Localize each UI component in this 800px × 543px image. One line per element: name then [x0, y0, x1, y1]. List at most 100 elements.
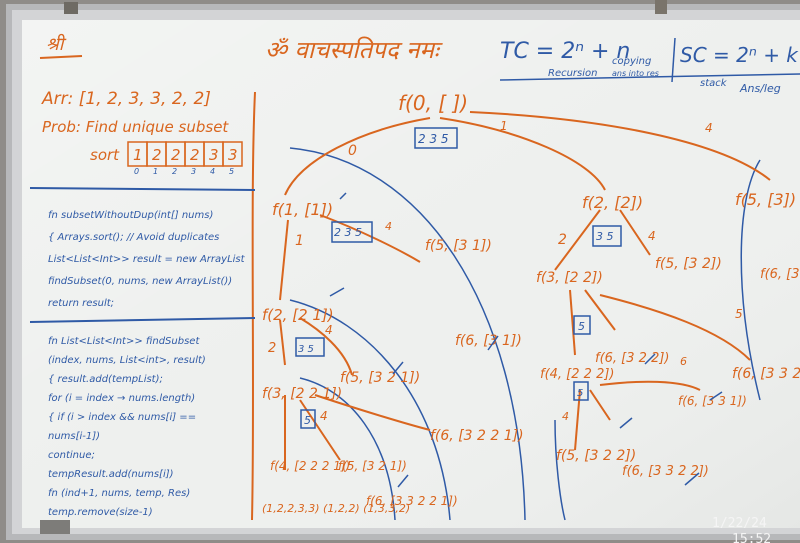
node-f1-edge1: 1	[295, 233, 304, 249]
node-f3-b: f(3, [2 2 1])	[262, 386, 342, 402]
node-f6-f: f(6, [3 3 1])	[678, 394, 747, 408]
sort-label: sort	[90, 146, 120, 164]
node-f2-edge2: 2	[558, 232, 567, 248]
sorted-array-value: 1	[133, 146, 143, 164]
node-f2-b-edge4: 4	[325, 323, 333, 337]
node-f5-d: f(5, [3 2 2])	[556, 448, 636, 464]
bottom-results: (1,2,2,3,3) (1,2,2) (1,3,3,2)	[262, 502, 410, 515]
timestamp-date: 1/22/24	[712, 516, 767, 531]
scope-arc-3	[299, 377, 396, 521]
edge-label-4: 4	[705, 121, 713, 135]
node-f6-e: f(6, [3 3 2 2])	[622, 464, 709, 479]
sorted-array-index: 2	[172, 167, 177, 176]
node-f6-a: f(6, [3 1])	[455, 333, 522, 349]
node-f4-edge4: 4	[562, 410, 569, 423]
tc-note-ans: ans into res	[612, 69, 659, 78]
node-f2-b-edge2: 2	[268, 341, 276, 356]
node-f5-c: f(5, [3 2 1])	[340, 370, 420, 386]
code-line: continue;	[48, 450, 95, 461]
sorted-array-value: 2	[190, 146, 200, 164]
tc-sc-separator	[671, 37, 676, 83]
node-f3-b-edge4: 4	[320, 409, 328, 423]
code-line: for (i = index → nums.length)	[48, 393, 195, 404]
sorted-array-index: 5	[229, 167, 234, 176]
sorted-array-value: 3	[228, 146, 238, 164]
sorted-array-index: 0	[134, 167, 139, 176]
scope-arc-1	[289, 147, 526, 521]
node-f3-box: 5	[578, 320, 585, 333]
node-f2: f(2, [2])	[582, 193, 643, 212]
code-line: fn subsetWithoutDup(int[] nums)	[48, 210, 213, 221]
sc-note-stack: stack	[700, 78, 728, 89]
sorted-array-value: 2	[152, 146, 162, 164]
timestamp-time: 15:52	[732, 532, 771, 543]
sorted-array-cell	[222, 141, 243, 167]
code-line: List<List<Int>> result = new ArrayList	[48, 254, 246, 265]
sorted-array-value: 3	[209, 146, 219, 164]
node-f2-edge4: 4	[648, 229, 656, 243]
board-clip-right	[655, 0, 667, 14]
code-line: temp.remove(size-1)	[48, 507, 153, 518]
tc-note-copying: copying	[612, 56, 651, 67]
header-underline	[499, 73, 800, 81]
code-block-subsetWithoutDup: fn subsetWithoutDup(int[] nums) { Arrays.…	[48, 210, 246, 309]
tc-note-recursion: Recursion	[548, 68, 598, 79]
tree-root: f(0, [ ])	[398, 91, 468, 115]
code-line: fn List<List<Int>> findSubset	[48, 336, 200, 347]
node-f6-h: f(6, [3 3 2 2 1])	[366, 494, 458, 508]
node-f2-b-box: 3 5	[298, 344, 314, 355]
sorted-array-index: 3	[191, 167, 196, 176]
root-box-label: 2 3 5	[418, 132, 449, 146]
node-f6-d: f(6, [3 2 2 1])	[430, 428, 524, 444]
code-line: { if (i > index && nums[i] ==	[48, 412, 196, 423]
node-f6-b-edge6: 6	[680, 355, 687, 368]
code-line: (index, nums, List<int>, result)	[48, 355, 206, 366]
code-line: return result;	[48, 298, 114, 309]
node-f5-a: f(5, [3 1])	[425, 238, 492, 254]
node-f5-b: f(5, [3 2])	[655, 256, 722, 272]
code-line: { result.add(tempList);	[48, 374, 163, 385]
scope-arc-5	[740, 159, 761, 401]
tc-formula: TC = 2ⁿ + n	[500, 39, 630, 64]
code-line: findSubset(0, nums, new ArrayList())	[48, 276, 232, 287]
code-line: { Arrays.sort(); // Avoid duplicates	[48, 232, 219, 243]
check-marks	[329, 192, 723, 488]
board-corner-bracket	[40, 520, 70, 534]
node-f3-b-box: 5	[304, 414, 311, 427]
code-line: tempResult.add(nums[i])	[48, 469, 174, 480]
node-f1: f(1, [1])	[272, 200, 333, 219]
sc-note-ans: Ans/leg	[739, 82, 781, 95]
code-line: fn (ind+1, nums, temp, Res)	[48, 488, 190, 499]
arr-line: Arr: [1, 2, 3, 3, 2, 2]	[41, 89, 211, 109]
node-f6-c: f(6, [3 3 2])	[732, 366, 800, 382]
vertical-divider	[251, 91, 256, 521]
node-f3: f(3, [2 2])	[536, 270, 603, 286]
node-f6-g: f(6, [3 3 2 1])	[760, 267, 800, 282]
node-f5-e: f(5, [3 2 1])	[338, 459, 407, 473]
sorted-array-value: 2	[171, 146, 181, 164]
left-divider-2	[29, 317, 256, 323]
node-f5-right: f(5, [3])	[735, 190, 796, 209]
node-f2-box: 3 5	[596, 230, 614, 243]
blue-boxes	[295, 127, 622, 429]
node-f5-b-edge5: 5	[735, 307, 743, 321]
edge-label-0: 0	[348, 143, 357, 159]
node-f4-box: 5	[577, 388, 583, 399]
node-f4-b: f(4, [2 2 2 1])	[270, 459, 350, 473]
sorted-array-index: 1	[153, 167, 158, 176]
node-f1-edge4: 4	[385, 220, 392, 233]
node-f1-box: 2 3 5	[334, 226, 362, 239]
tree-edges	[279, 111, 771, 470]
code-block-findSubset: fn List<List<Int>> findSubset (index, nu…	[48, 336, 206, 518]
node-f2-b: f(2, [2 1])	[262, 306, 334, 324]
edge-label-1: 1	[500, 119, 508, 133]
sc-formula: SC = 2ⁿ + k +	[680, 43, 800, 67]
scope-arc-2	[289, 299, 451, 521]
node-f4: f(4, [2 2 2])	[540, 367, 614, 382]
node-f6-b: f(6, [3 2 2])	[595, 351, 669, 366]
scope-arc-4	[554, 419, 566, 521]
board-clip-left	[64, 2, 78, 14]
